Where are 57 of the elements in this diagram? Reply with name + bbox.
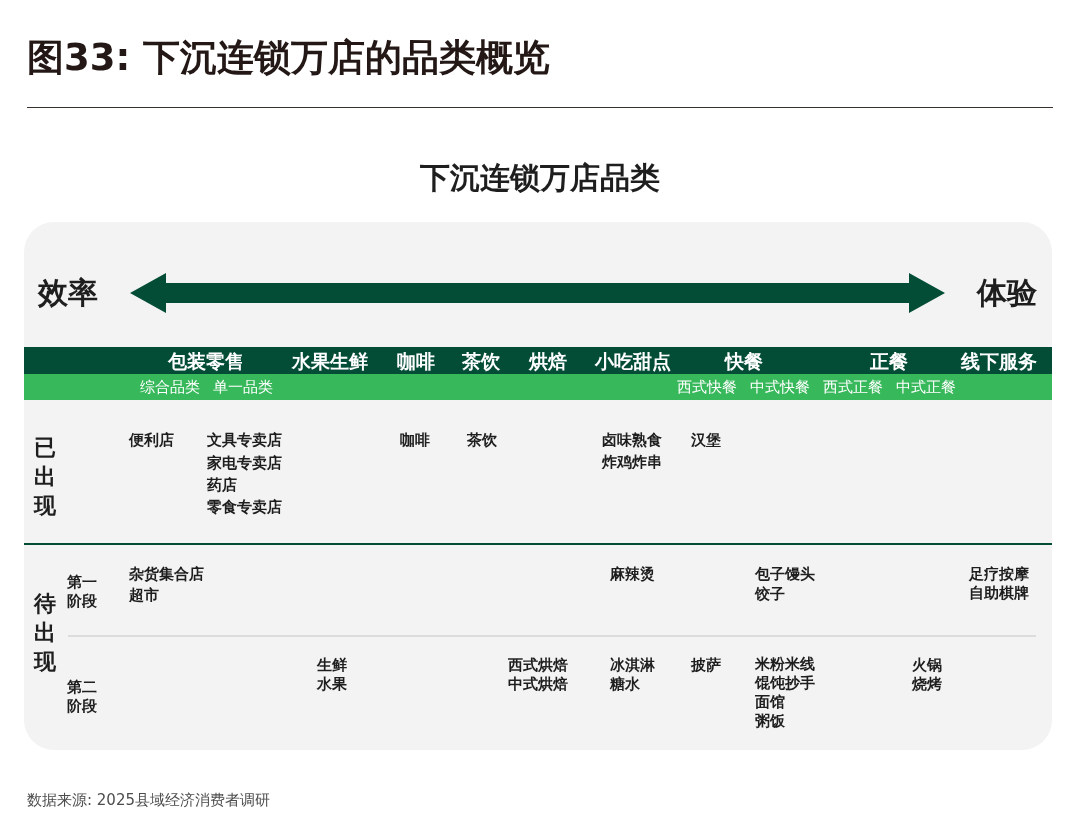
category-entry: 烧烤 (912, 674, 942, 694)
subcategory-band (24, 374, 1052, 400)
arrow-end-label: 效率 (38, 275, 98, 311)
subcategory-label: 西式快餐 (677, 377, 737, 397)
category-entry: 咖啡 (400, 430, 430, 450)
category-entry: 糖水 (610, 674, 640, 694)
category-label: 茶饮 (462, 348, 500, 373)
subcategory-label: 中式正餐 (896, 377, 956, 397)
double-arrow (130, 273, 945, 313)
category-entry: 水果 (317, 674, 347, 694)
category-label: 水果生鲜 (292, 348, 368, 373)
subcategory-label: 西式正餐 (823, 377, 883, 397)
category-entry: 西式烘焙 (508, 655, 568, 675)
category-entry: 汉堡 (691, 430, 721, 450)
category-label: 烘焙 (529, 348, 567, 373)
category-label: 包装零售 (168, 348, 244, 373)
category-band (24, 347, 1052, 374)
subcategory-label: 单一品类 (213, 377, 273, 397)
category-entry: 馄饨抄手 (755, 673, 815, 693)
category-entry: 米粉米线 (755, 654, 815, 674)
category-entry: 火锅 (912, 655, 942, 675)
category-entry: 杂货集合店 (129, 564, 204, 584)
category-entry: 卤味熟食 (602, 430, 662, 450)
arrow-end-label: 体验 (977, 275, 1037, 311)
category-entry: 饺子 (755, 584, 785, 604)
row-header: 已出现 (34, 433, 56, 520)
category-entry: 炸鸡炸串 (602, 452, 662, 472)
category-entry: 家电专卖店 (207, 453, 282, 473)
category-label: 小吃甜点 (595, 348, 671, 373)
category-entry: 冰淇淋 (610, 655, 655, 675)
row-header: 待出现 (34, 589, 56, 676)
category-entry: 文具专卖店 (207, 430, 282, 450)
source-note: 数据来源: 2025县域经济消费者调研 (27, 790, 270, 810)
page-title: 图33: 下沉连锁万店的品类概览 (27, 36, 551, 80)
category-label: 线下服务 (961, 348, 1037, 373)
category-entry: 中式烘焙 (508, 674, 568, 694)
category-entry: 包子馒头 (755, 564, 815, 584)
stage-label: 第一阶段 (67, 573, 98, 611)
category-label: 咖啡 (397, 348, 435, 373)
category-entry: 便利店 (129, 430, 174, 450)
category-entry: 自助棋牌 (969, 583, 1029, 603)
category-label: 正餐 (870, 348, 908, 373)
subcategory-label: 中式快餐 (750, 377, 810, 397)
category-entry: 茶饮 (467, 430, 497, 450)
stage-label: 第二阶段 (67, 678, 98, 716)
category-label: 快餐 (725, 348, 763, 373)
category-entry: 零食专卖店 (207, 497, 282, 517)
subcategory-label: 综合品类 (140, 377, 200, 397)
category-entry: 足疗按摩 (969, 564, 1029, 584)
category-entry: 粥饭 (755, 711, 785, 731)
chart-heading: 下沉连锁万店品类 (420, 160, 660, 196)
category-entry: 超市 (129, 585, 159, 605)
category-entry: 麻辣烫 (610, 564, 655, 584)
category-entry: 生鲜 (317, 655, 347, 675)
category-entry: 披萨 (691, 655, 721, 675)
category-entry: 面馆 (755, 692, 785, 712)
category-entry: 药店 (207, 475, 237, 495)
